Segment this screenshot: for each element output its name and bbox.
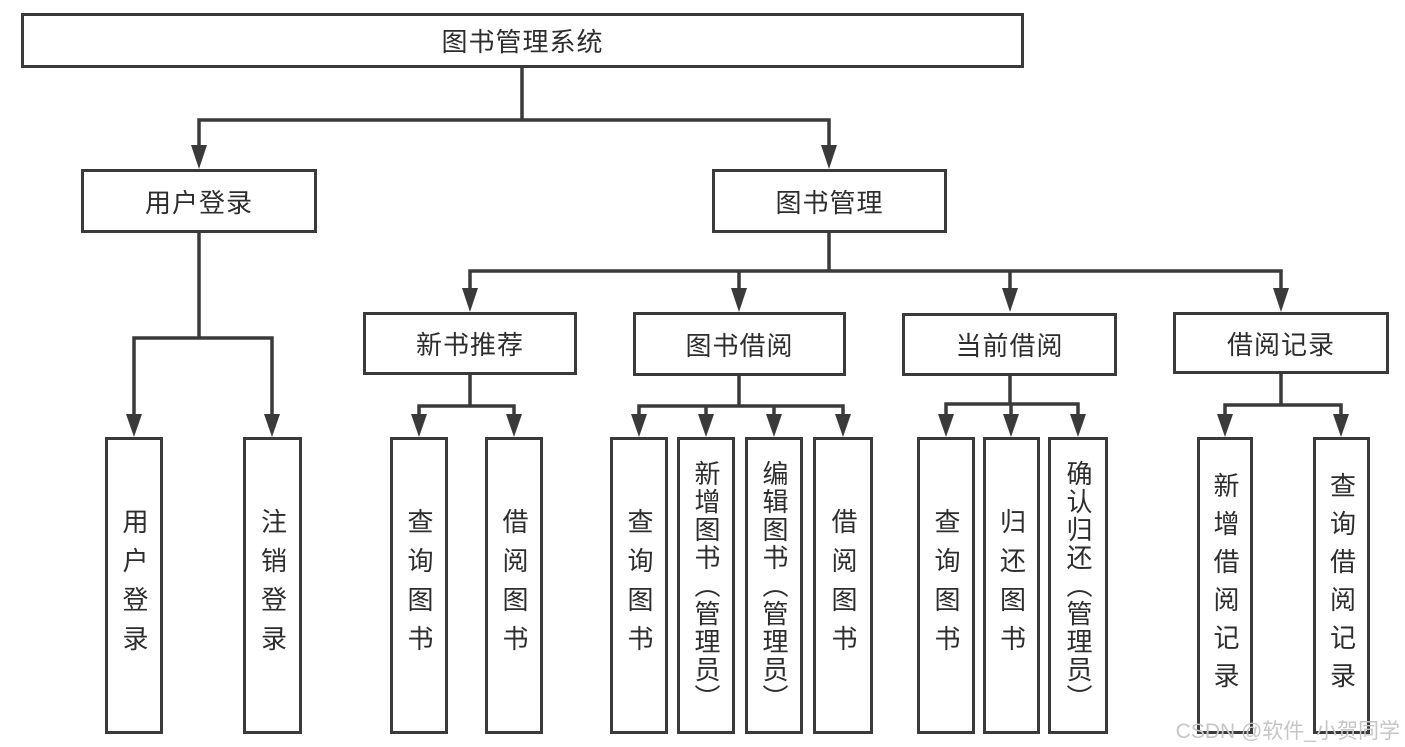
node-book-borrowing: 图书借阅 (633, 312, 846, 376)
node-leaf-edit-book-admin: 编辑图书（管理员） (745, 437, 803, 734)
node-leaf-logout: 注销登录 (243, 437, 302, 734)
node-label: 图书管理 (775, 187, 884, 218)
node-label: 新增图书（管理员） (691, 459, 721, 712)
node-label: 图书管理系统 (441, 27, 604, 57)
node-label: 借阅图书 (828, 507, 858, 664)
node-leaf-add-book-admin: 新增图书（管理员） (677, 437, 735, 734)
node-borrowing-records: 借阅记录 (1173, 312, 1389, 374)
node-label: 新书推荐 (415, 330, 524, 360)
node-label: 确认归还（管理员） (1063, 459, 1093, 712)
node-leaf-query-books-1: 查询图书 (390, 437, 448, 734)
node-leaf-confirm-return-admin: 确认归还（管理员） (1048, 437, 1108, 734)
node-label: 新增借阅记录 (1210, 471, 1240, 700)
node-current-borrowing: 当前借阅 (902, 313, 1117, 376)
node-leaf-query-books-3: 查询图书 (917, 437, 975, 734)
node-label: 查询图书 (624, 507, 654, 664)
node-leaf-borrow-books-2: 借阅图书 (813, 437, 873, 734)
node-leaf-add-borrow-record: 新增借阅记录 (1197, 437, 1253, 734)
node-leaf-query-borrow-record: 查询借阅记录 (1313, 437, 1370, 734)
node-book-management: 图书管理 (712, 169, 947, 233)
node-leaf-user-login: 用户登录 (105, 437, 163, 734)
node-label: 用户登录 (144, 187, 253, 218)
arrowheads (126, 145, 1349, 437)
node-library-management-system: 图书管理系统 (21, 13, 1024, 68)
node-leaf-query-books-2: 查询图书 (610, 437, 668, 734)
csdn-watermark: CSDN @软件_小贺同学 (1175, 720, 1400, 743)
node-label: 查询借阅记录 (1326, 471, 1357, 700)
node-label: 归还图书 (996, 507, 1027, 664)
node-label: 当前借阅 (955, 331, 1064, 361)
node-user-login: 用户登录 (81, 169, 317, 233)
node-label: 借阅图书 (499, 507, 529, 664)
node-new-book-recommend: 新书推荐 (363, 312, 577, 375)
node-label: 图书借阅 (685, 330, 794, 361)
node-leaf-return-books: 归还图书 (983, 437, 1040, 734)
node-label: 注销登录 (257, 507, 288, 664)
node-label: 查询图书 (404, 507, 434, 664)
node-label: 用户登录 (119, 507, 149, 664)
node-label: 编辑图书（管理员） (759, 459, 789, 712)
node-leaf-borrow-books-1: 借阅图书 (485, 437, 543, 734)
node-label: 借阅记录 (1226, 329, 1335, 360)
node-label: 查询图书 (931, 507, 961, 664)
